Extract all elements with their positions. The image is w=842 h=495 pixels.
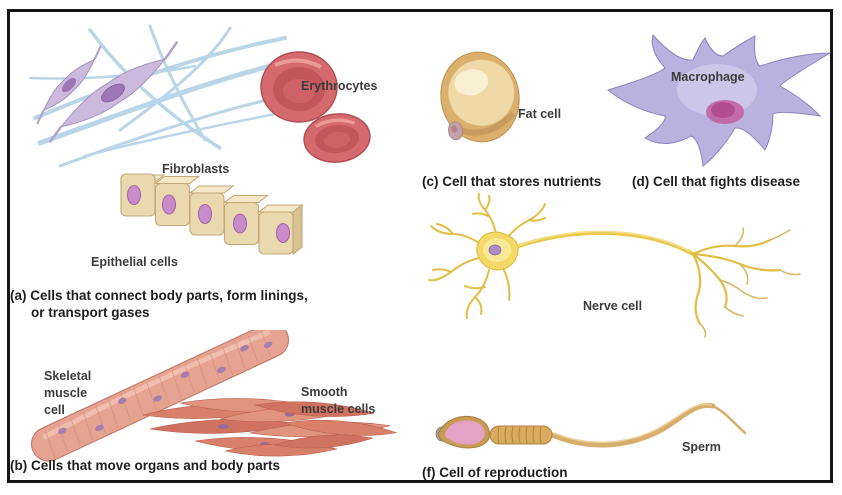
caption-c: (c) Cell that stores nutrients — [422, 174, 602, 189]
fat-cell-label: Fat cell — [518, 107, 562, 121]
sperm-label: Sperm — [682, 440, 721, 454]
erythrocytes-label: Erythrocytes — [301, 79, 378, 93]
epithelial-cells-illustration — [116, 168, 316, 260]
nerve-cell-illustration — [425, 192, 830, 347]
skeletal-muscle-illustration — [15, 322, 293, 465]
erythrocytes-illustration — [248, 44, 383, 169]
skeletal-muscle-label: Skeletal muscle cell — [44, 369, 92, 417]
epithelial-cells-label: Epithelial cells — [91, 255, 178, 269]
fibroblasts-illustration — [25, 18, 290, 173]
caption-d: (d) Cell that fights disease — [632, 174, 801, 189]
macrophage-label: Macrophage — [671, 70, 745, 84]
fat-cell-illustration — [433, 48, 528, 148]
fibroblasts-label: Fibroblasts — [162, 162, 230, 176]
nerve-cell-label: Nerve cell — [583, 299, 643, 313]
caption-f: (f) Cell of reproduction — [422, 465, 568, 480]
smooth-muscle-label: Smooth muscle cells — [301, 385, 376, 416]
caption-a-line2: or transport gases — [31, 305, 150, 320]
macrophage-illustration — [605, 28, 835, 176]
caption-b: (b) Cells that move organs and body part… — [10, 458, 281, 473]
caption-a-line1: (a) Cells that connect body parts, form … — [10, 288, 308, 303]
smooth-muscle-illustration — [135, 395, 430, 467]
sperm-illustration — [433, 390, 763, 460]
